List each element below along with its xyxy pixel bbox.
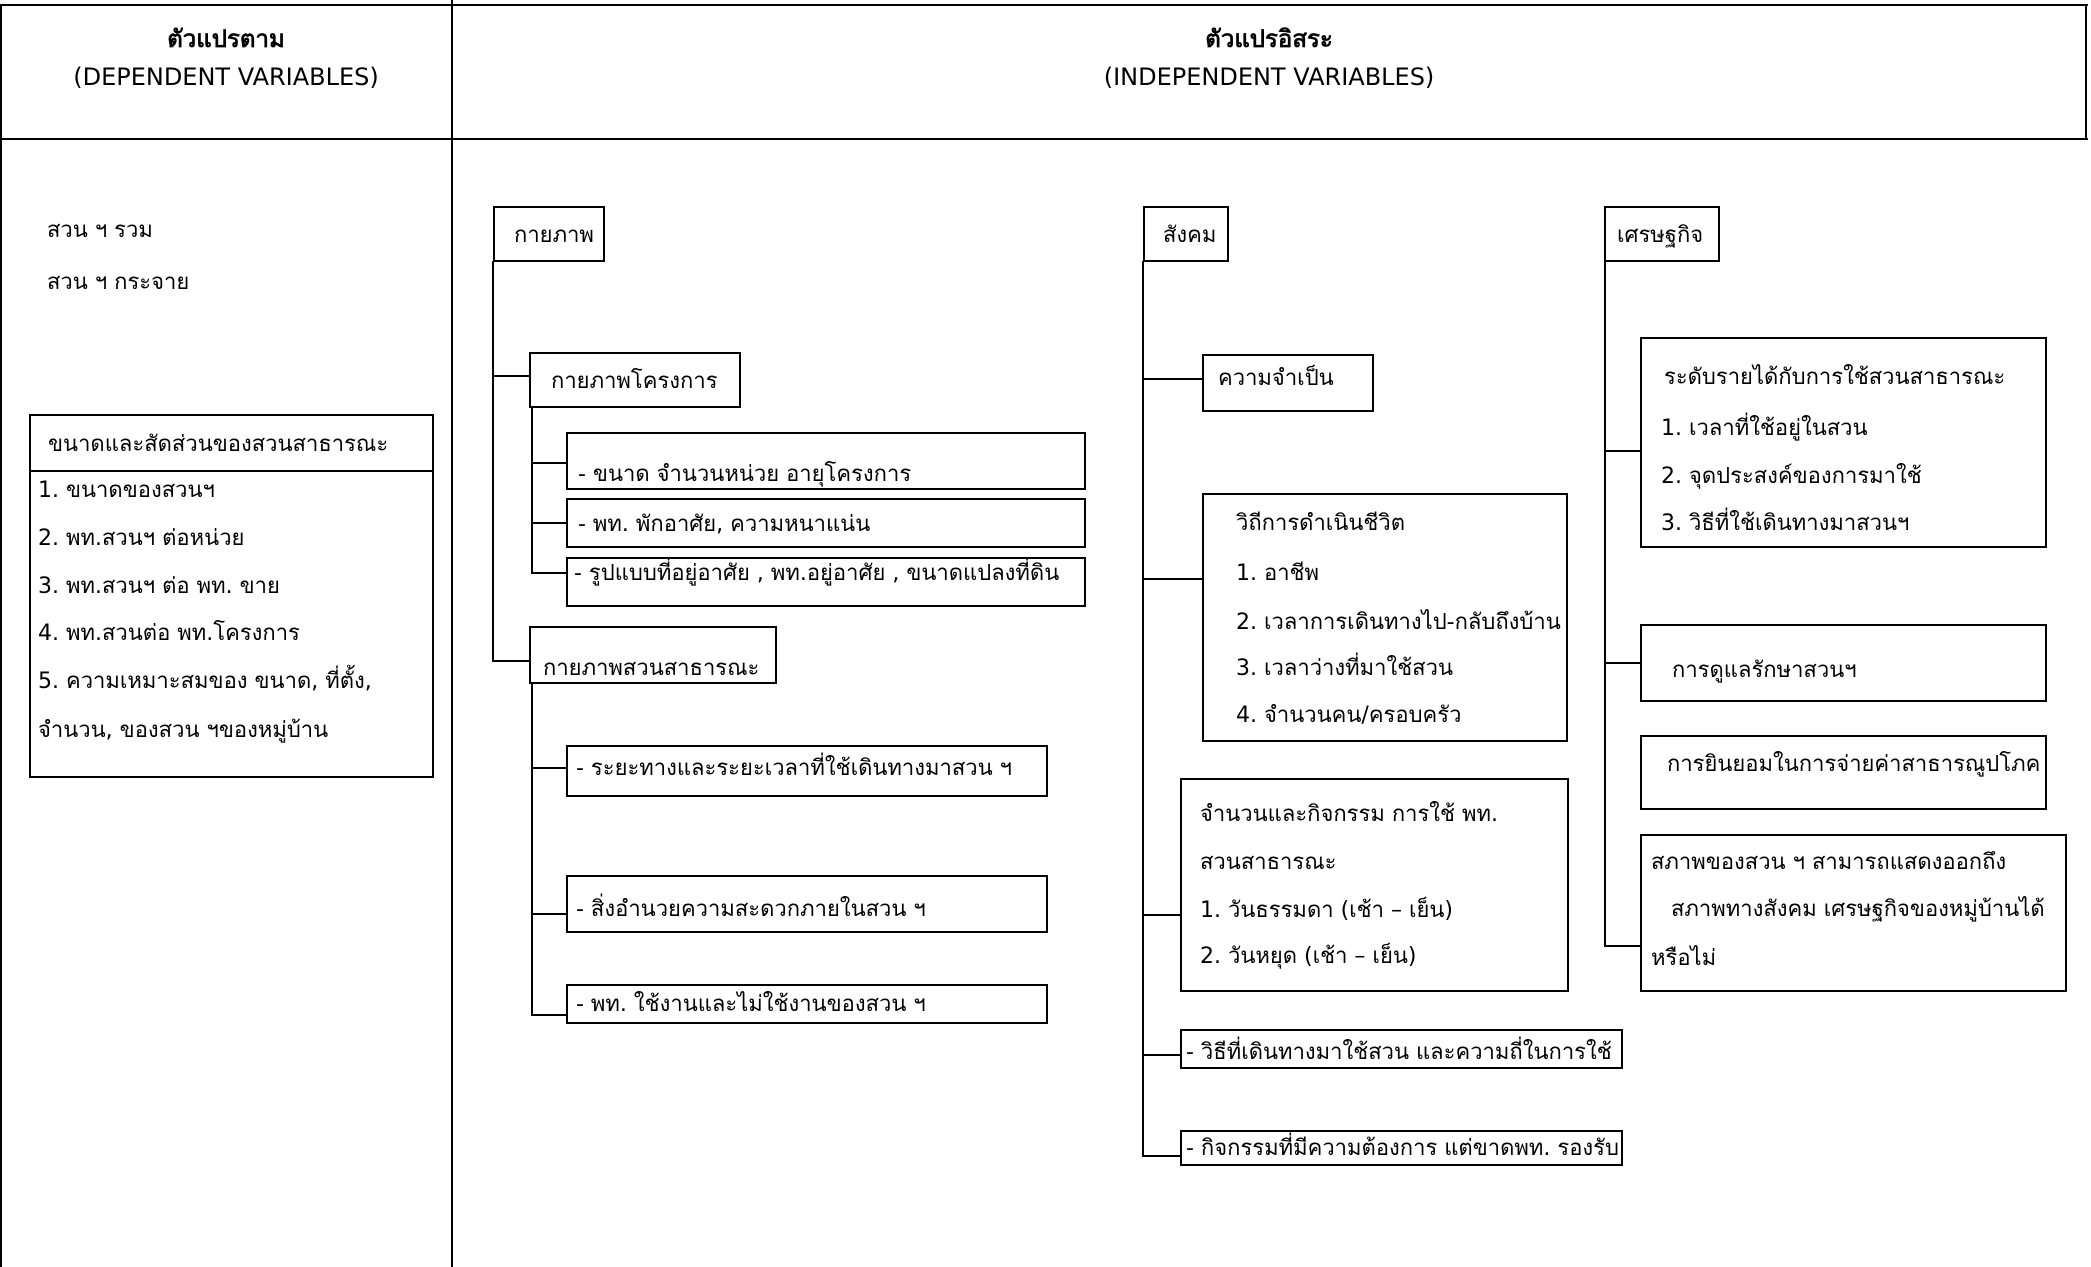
park-physical-title: กายภาพสวนสาธารณะ [543,656,760,681]
dependent-header: ตัวแปรตาม (DEPENDENT VARIABLES) [0,20,452,97]
connector [1142,1054,1182,1056]
project-item: - ขนาด จำนวนหน่วย อายุโครงการ [578,462,912,487]
usage-line: 1. วันธรรมดา (เช้า – เย็น) [1200,898,1453,923]
park-size-box-divider [31,470,432,472]
park-size-item: จำนวน, ของสวน ฯของหมู่บ้าน [38,718,329,743]
usage-line: จำนวนและกิจกรรม การใช้ พท. [1200,802,1498,827]
header-bottom-border [0,138,2088,140]
park-item: - สิ่งอำนวยความสะดวกภายในสวน ฯ [576,897,926,922]
physical-trunk [492,261,494,661]
condition-line: สภาพทางสังคม เศรษฐกิจของหมู่บ้านได้ [1671,897,2045,922]
connector [531,522,568,524]
park-branch [531,683,533,1015]
connector [492,660,531,662]
income-line: 1. เวลาที่ใช้อยู่ในสวน [1661,416,1868,441]
maintenance-text: การดูแลรักษาสวนฯ [1672,658,1857,683]
project-branch [531,407,533,573]
connector [531,462,568,464]
willingness-text: การยินยอมในการจ่ายค่าสาธารณูปโภค [1667,752,2041,777]
usage-line: 2. วันหยุด (เช้า – เย็น) [1200,944,1417,969]
connector [531,913,568,915]
park-size-item: 5. ความเหมาะสมของ ขนาด, ที่ตั้ง, [38,669,372,694]
park-item: - พท. ใช้งานและไม่ใช้งานของสวน ฯ [576,992,926,1017]
activities-box: - กิจกรรมที่มีความต้องการ แต่ขาดพท. รองร… [1180,1130,1623,1166]
condition-box: สภาพของสวน ฯ สามารถแสดงออกถึง สภาพทางสัง… [1640,834,2067,992]
necessity-box: ความจำเป็น [1202,354,1374,412]
frame-top-border [0,4,2088,6]
project-physical-title: กายภาพโครงการ [551,369,718,394]
necessity-title: ความจำเป็น [1218,366,1334,391]
project-item: - รูปแบบที่อยู่อาศัย , พท.อยู่อาศัย , ขน… [574,561,1060,586]
income-box: ระดับรายได้กับการใช้สวนสาธารณะ 1. เวลาที… [1640,337,2047,548]
economic-box: เศรษฐกิจ [1604,206,1720,262]
income-line: 2. จุดประสงค์ของการมาใช้ [1661,464,1922,489]
column-divider [451,0,453,1267]
travel-text: - วิธีที่เดินทางมาใช้สวน และความถี่ในการ… [1186,1040,1612,1065]
dependent-title: ตัวแปรตาม [167,25,285,53]
project-item-box: - รูปแบบที่อยู่อาศัย , พท.อยู่อาศัย , ขน… [566,557,1086,607]
connector [531,572,568,574]
lifestyle-box: วิถีการดำเนินชีวิต 1. อาชีพ 2. เวลาการเด… [1202,493,1568,742]
connector [531,1014,568,1016]
income-line: ระดับรายได้กับการใช้สวนสาธารณะ [1664,365,2006,390]
travel-box: - วิธีที่เดินทางมาใช้สวน และความถี่ในการ… [1180,1029,1623,1069]
independent-subtitle: (INDEPENDENT VARIABLES) [1103,63,1435,92]
project-item-box: - ขนาด จำนวนหน่วย อายุโครงการ [566,432,1086,490]
lifestyle-title: วิถีการดำเนินชีวิต [1236,511,1405,536]
income-line: 3. วิธีที่ใช้เดินทางมาสวนฯ [1661,511,1910,536]
connector [492,375,531,377]
independent-title: ตัวแปรอิสระ [1205,25,1333,53]
connector [531,767,568,769]
project-item-box: - พท. พักอาศัย, ความหนาแน่น [566,498,1086,548]
social-trunk [1142,261,1144,1156]
condition-line: สภาพของสวน ฯ สามารถแสดงออกถึง [1651,850,2007,875]
economic-title: เศรษฐกิจ [1617,223,1704,248]
lifestyle-item: 2. เวลาการเดินทางไป-กลับถึงบ้าน [1236,610,1561,635]
dependent-distributed-park: สวน ฯ กระจาย [47,270,190,295]
lifestyle-item: 3. เวลาว่างที่มาใช้สวน [1236,656,1453,681]
willingness-box: การยินยอมในการจ่ายค่าสาธารณูปโภค [1640,735,2047,810]
dependent-total-park: สวน ฯ รวม [47,218,153,243]
frame-right-border [2085,4,2087,140]
physical-title: กายภาพ [514,223,594,248]
connector [1142,578,1204,580]
lifestyle-item: 1. อาชีพ [1236,561,1319,586]
dependent-subtitle: (DEPENDENT VARIABLES) [73,63,379,92]
connector [1604,662,1642,664]
park-item-box: - ระยะทางและระยะเวลาที่ใช้เดินทางมาสวน ฯ [566,745,1048,797]
project-item: - พท. พักอาศัย, ความหนาแน่น [578,512,871,537]
physical-box: กายภาพ [493,206,605,262]
park-size-item: 3. พท.สวนฯ ต่อ พท. ขาย [38,574,280,599]
park-size-item: 4. พท.สวนต่อ พท.โครงการ [38,621,300,646]
maintenance-box: การดูแลรักษาสวนฯ [1640,624,2047,702]
park-size-item: 1. ขนาดของสวนฯ [38,478,215,503]
connector [1142,914,1182,916]
frame-left-border [0,4,2,1267]
park-item: - ระยะทางและระยะเวลาที่ใช้เดินทางมาสวน ฯ [576,756,1013,781]
connector [1142,1155,1182,1157]
lifestyle-item: 4. จำนวนคน/ครอบครัว [1236,703,1462,728]
condition-line: หรือไม่ [1651,946,1717,971]
project-physical-box: กายภาพโครงการ [529,352,741,408]
connector [1604,945,1642,947]
park-size-item: 2. พท.สวนฯ ต่อหน่วย [38,526,245,551]
economic-trunk [1604,261,1606,946]
usage-line: สวนสาธารณะ [1200,850,1337,875]
social-box: สังคม [1143,206,1229,262]
park-size-box: ขนาดและสัดส่วนของสวนสาธารณะ 1. ขนาดของสว… [29,414,434,778]
social-title: สังคม [1163,223,1217,248]
park-item-box: - สิ่งอำนวยความสะดวกภายในสวน ฯ [566,875,1048,933]
park-physical-box: กายภาพสวนสาธารณะ [529,626,777,684]
usage-box: จำนวนและกิจกรรม การใช้ พท. สวนสาธารณะ 1.… [1180,778,1569,992]
connector [1142,378,1204,380]
independent-header: ตัวแปรอิสระ (INDEPENDENT VARIABLES) [452,20,2086,97]
park-size-box-title: ขนาดและสัดส่วนของสวนสาธารณะ [48,432,389,457]
connector [1604,450,1642,452]
activities-text: - กิจกรรมที่มีความต้องการ แต่ขาดพท. รองร… [1186,1136,1619,1161]
park-item-box: - พท. ใช้งานและไม่ใช้งานของสวน ฯ [566,984,1048,1024]
